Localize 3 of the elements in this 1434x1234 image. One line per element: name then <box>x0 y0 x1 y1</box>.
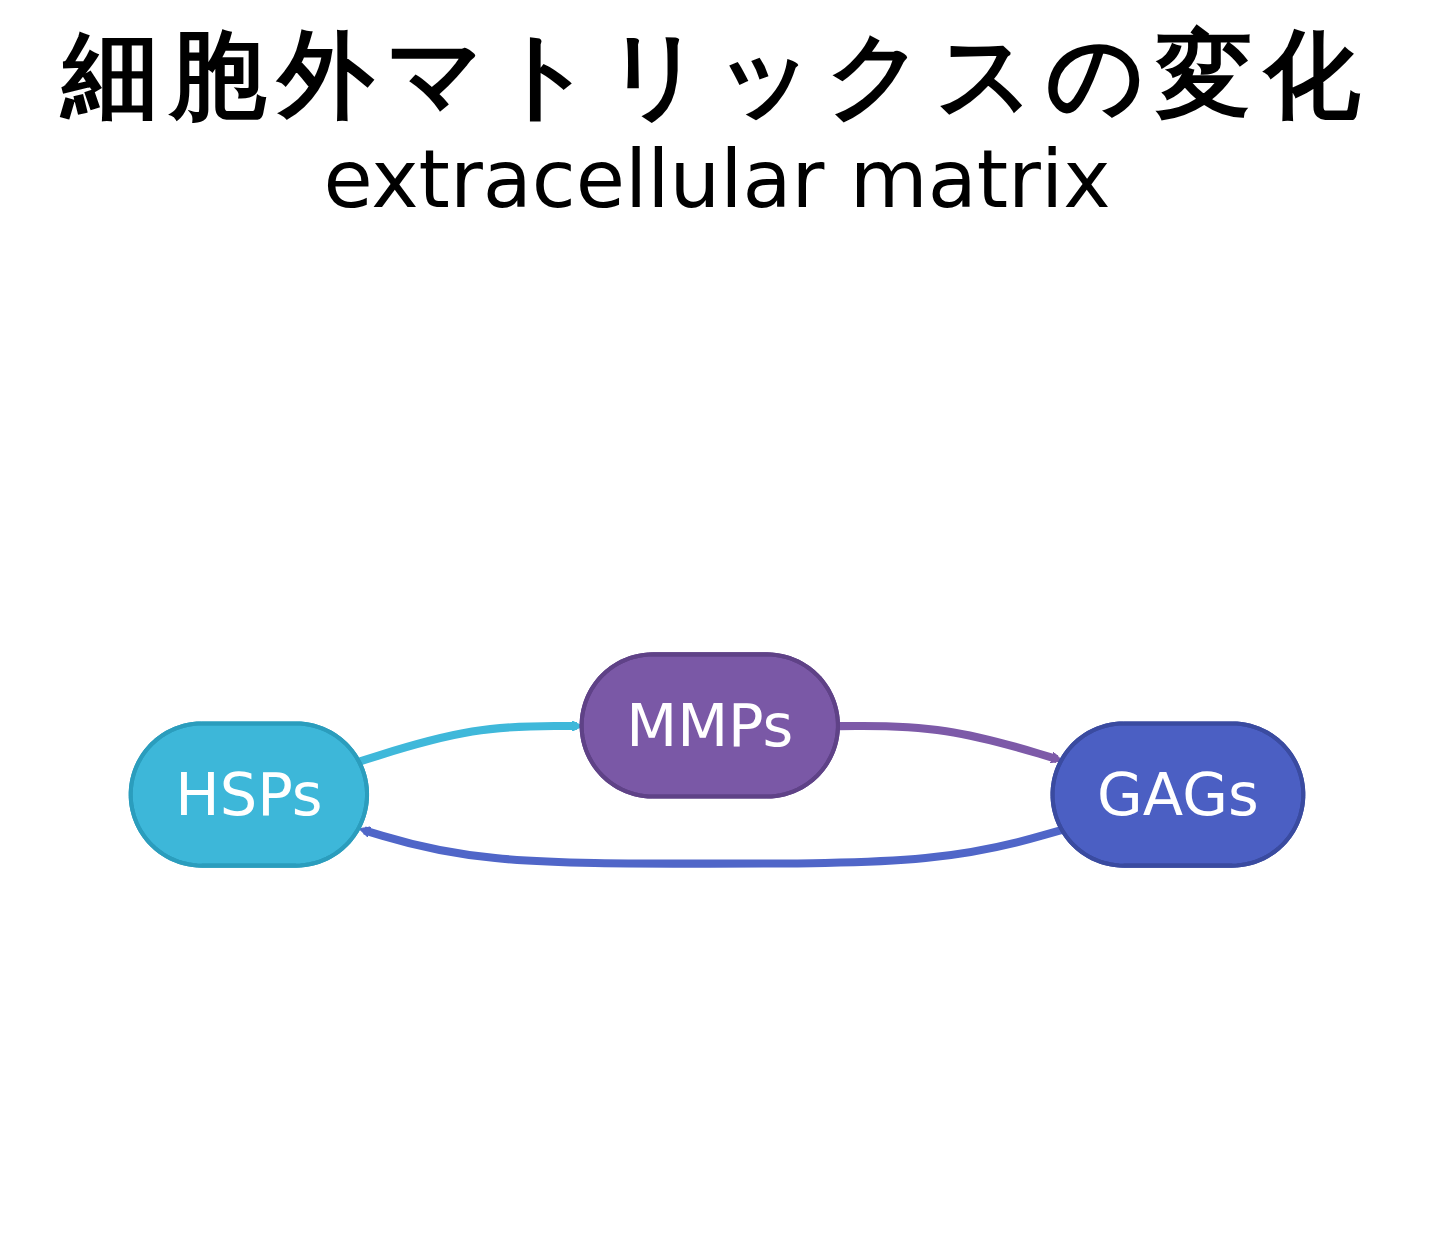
title: 細胞外マトリックスの変化 <box>62 20 1372 131</box>
arrow <box>358 825 1064 868</box>
subtitle: extracellular matrix <box>323 134 1111 227</box>
